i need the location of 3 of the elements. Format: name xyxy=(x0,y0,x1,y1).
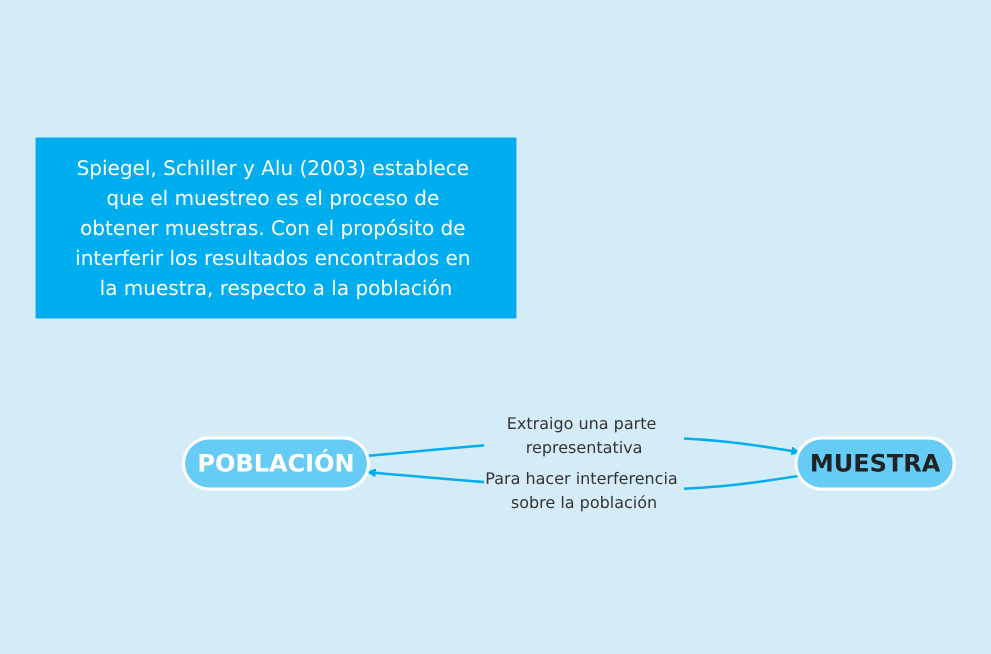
node-box: Spiegel, Schiller y Alu (2003) establece que el muestreo es el proceso de obtener muestras. Con el propósito de interferir los resultados encontrados en la muestra, respecto a la población xyxy=(36,138,517,319)
edge-label: Para hacer interferencia sobre la población xyxy=(486,470,678,513)
edge-label: Extraigo una parte representativa xyxy=(507,414,657,458)
